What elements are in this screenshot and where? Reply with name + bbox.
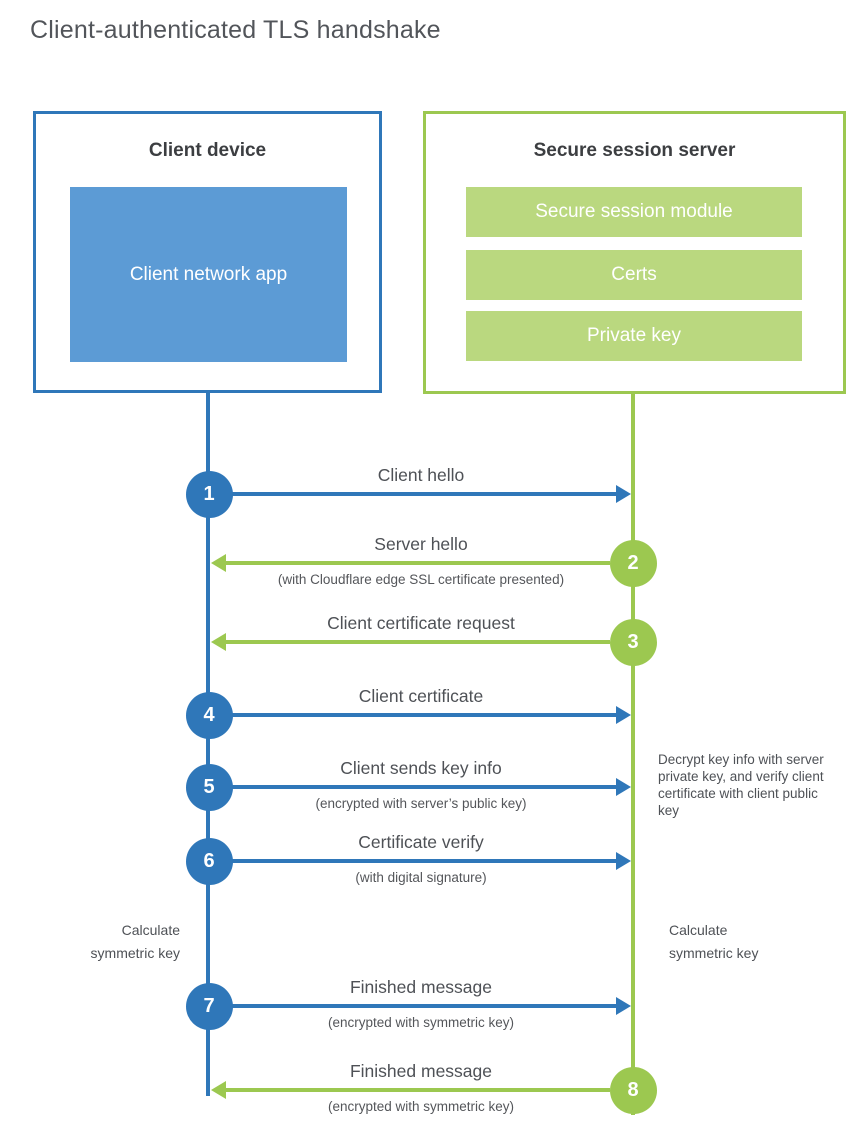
step-arrowhead-3 [211,633,226,651]
step-arrow-7 [228,1004,618,1008]
step-arrow-4 [228,713,618,717]
step-circle-5: 5 [185,763,233,811]
step-circle-6: 6 [185,837,233,885]
server-lifeline [631,393,635,1115]
step-arrowhead-4 [616,706,631,724]
step-label-8: Finished message [349,1061,493,1081]
step-circle-8: 8 [609,1066,657,1114]
step-arrow-3 [226,640,610,644]
step-arrow-2 [226,561,610,565]
step-label-7: Finished message [349,977,493,997]
client-network-app-label: Client network app [129,263,288,285]
step-arrowhead-8 [211,1081,226,1099]
step-label-1: Client hello [377,465,465,485]
step-label-6: Certificate verify [358,832,484,852]
step-circle-4: 4 [185,691,233,739]
step-arrow-1 [228,492,618,496]
step-arrow-5 [228,785,618,789]
server-private-key-bar: Private key [466,311,802,361]
step-arrow-8 [226,1088,610,1092]
step-sublabel-6: (with digital signature) [355,870,487,885]
client-lifeline [206,392,210,1096]
step-arrowhead-5 [616,778,631,796]
client-device-title: Client device [148,140,267,161]
step-circle-7: 7 [185,982,233,1030]
step-circle-2: 2 [609,539,657,587]
server-decrypt-note: Decrypt key info with server private key… [658,752,824,818]
server-certs-bar: Certs [466,250,802,300]
step-arrowhead-6 [616,852,631,870]
step-sublabel-8: (encrypted with symmetric key) [327,1099,515,1114]
step-arrowhead-1 [616,485,631,503]
page-title: Client-authenticated TLS handshake [30,16,441,44]
step-label-3: Client certificate request [327,613,515,633]
step-sublabel-7: (encrypted with symmetric key) [327,1015,515,1030]
server-calculate-symmetric-key-note: Calculate symmetric key [669,922,759,961]
secure-session-server-title: Secure session server [533,140,736,161]
client-calculate-symmetric-key-note: Calculate symmetric key [90,922,180,961]
step-arrowhead-2 [211,554,226,572]
step-label-2: Server hello [374,534,468,554]
client-network-app-box: Client network app [70,187,347,362]
step-sublabel-5: (encrypted with server’s public key) [315,796,527,811]
step-label-4: Client certificate [358,686,484,706]
step-sublabel-2: (with Cloudflare edge SSL certificate pr… [277,572,565,587]
step-label-5: Client sends key info [340,758,502,778]
step-circle-3: 3 [609,618,657,666]
step-arrowhead-7 [616,997,631,1015]
step-arrow-6 [228,859,618,863]
server-module-bar: Secure session module [466,187,802,237]
step-circle-1: 1 [185,470,233,518]
